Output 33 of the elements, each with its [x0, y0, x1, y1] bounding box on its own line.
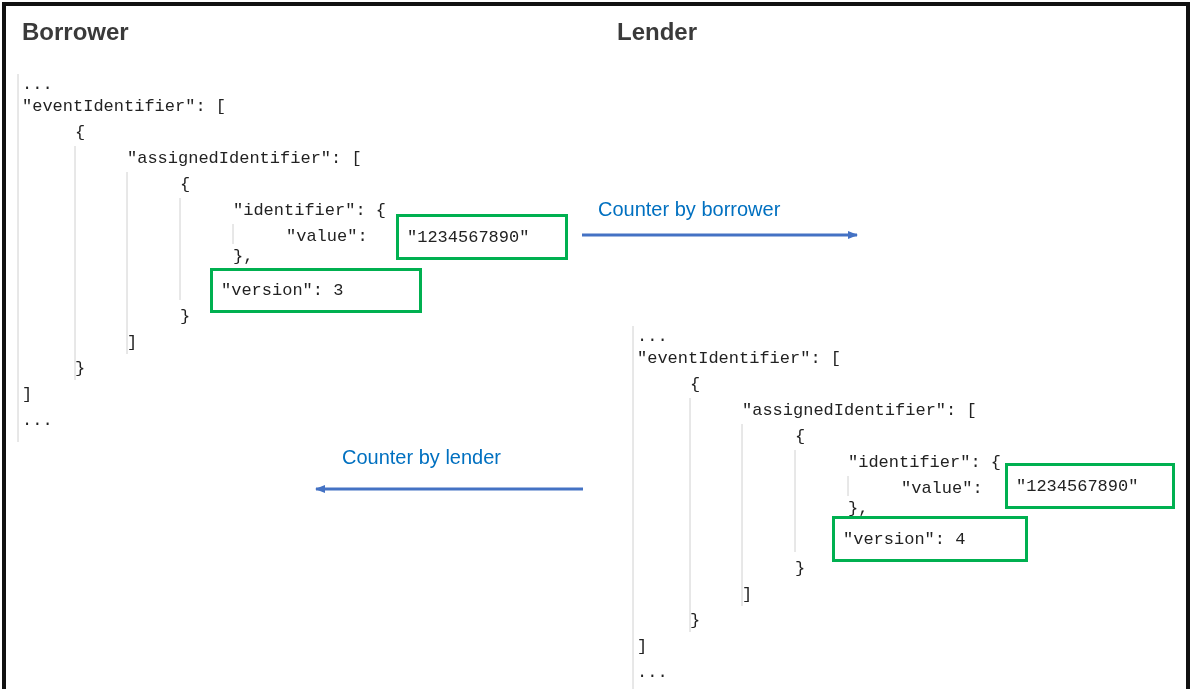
code-line: ...	[637, 326, 668, 348]
code-line: ...	[22, 410, 53, 432]
code-line: "value":	[286, 226, 368, 248]
highlight-box: "version": 3	[210, 268, 422, 313]
code-line: "eventIdentifier": [	[637, 348, 842, 370]
code-line: "identifier": {	[848, 452, 1002, 474]
code-line: ]	[742, 584, 753, 606]
code-line: ...	[22, 74, 53, 96]
arrow-caption: Counter by borrower	[598, 198, 781, 221]
code-line: ]	[127, 332, 138, 354]
code-line: {	[795, 426, 806, 448]
code-line: ]	[22, 384, 33, 406]
highlight-box: "1234567890"	[396, 214, 568, 260]
arrow-caption: Counter by lender	[342, 446, 501, 469]
code-line: }	[180, 306, 191, 328]
column-heading: Borrower	[22, 18, 129, 46]
code-line: "eventIdentifier": [	[22, 96, 227, 118]
code-line: }	[795, 558, 806, 580]
code-line: {	[75, 122, 86, 144]
code-line: "assignedIdentifier": [	[127, 148, 362, 170]
code-line: {	[690, 374, 701, 396]
column-heading: Lender	[617, 18, 697, 46]
code-line: {	[180, 174, 191, 196]
code-line: },	[233, 246, 254, 268]
code-line: ...	[637, 662, 668, 684]
code-line: "value":	[901, 478, 983, 500]
code-line: "assignedIdentifier": [	[742, 400, 977, 422]
code-line: }	[75, 358, 86, 380]
code-line: ]	[637, 636, 648, 658]
code-line: }	[690, 610, 701, 632]
highlight-box: "1234567890"	[1005, 463, 1175, 509]
highlight-box: "version": 4	[832, 516, 1028, 562]
code-line: "identifier": {	[233, 200, 387, 222]
